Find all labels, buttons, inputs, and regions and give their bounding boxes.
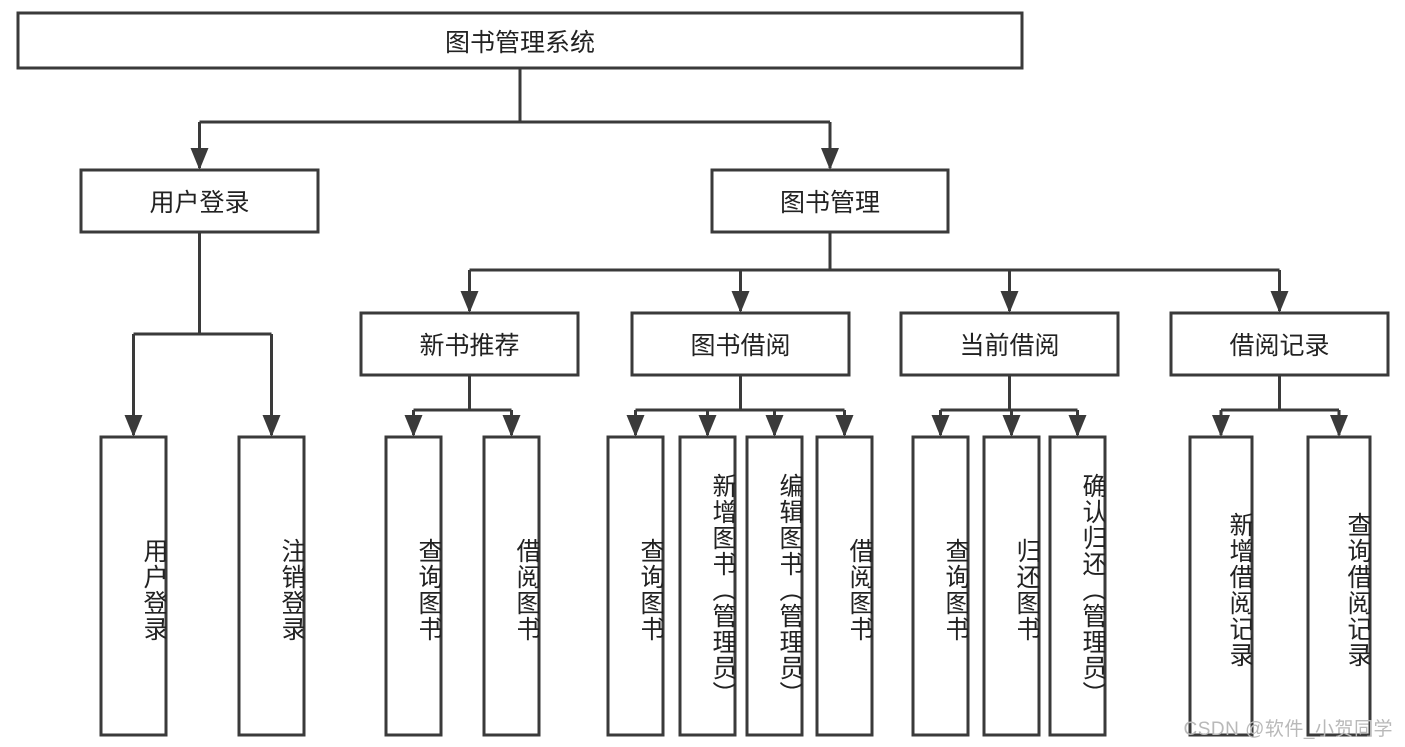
node-label-holder-leaf-record-query: 查询借阅记录 xyxy=(1308,437,1370,735)
arrow-to-leaf-user-logout xyxy=(262,415,281,437)
node-root[interactable]: 图书管理系统 xyxy=(18,13,1022,68)
node-label-leaf-rec-query-book: 查询图书 xyxy=(415,538,441,642)
arrow-to-leaf-borrow-add-book xyxy=(698,415,717,437)
node-label-leaf-rec-borrow-book: 借阅图书 xyxy=(513,538,539,642)
node-label-leaf-current-confirm-return: 确认归还（管理员） xyxy=(1079,473,1105,707)
arrow-to-leaf-current-confirm-return xyxy=(1068,415,1087,437)
node-label-holder-leaf-borrow-edit-book: 编辑图书（管理员） xyxy=(747,437,802,735)
node-new-book-rec[interactable]: 新书推荐 xyxy=(361,313,578,375)
arrow-to-book-manage xyxy=(821,148,839,170)
node-label-leaf-borrow-query-book: 查询图书 xyxy=(637,538,663,642)
node-leaf-borrow-add-book[interactable]: 新增图书（管理员） xyxy=(680,437,735,735)
node-label-current-borrow: 当前借阅 xyxy=(959,332,1060,360)
node-label-leaf-user-logout: 注销登录 xyxy=(278,538,304,642)
node-leaf-borrow-query-book[interactable]: 查询图书 xyxy=(608,437,663,735)
node-box-leaf-current-return-book[interactable] xyxy=(982,435,1041,737)
node-label-user-login: 用户登录 xyxy=(149,189,250,217)
node-box-leaf-record-query[interactable] xyxy=(1306,435,1372,737)
node-leaf-user-login[interactable]: 用户登录 xyxy=(101,437,166,735)
node-label-leaf-record-query: 查询借阅记录 xyxy=(1344,512,1370,668)
node-label-book-manage: 图书管理 xyxy=(779,189,880,217)
node-box-leaf-current-query-book[interactable] xyxy=(911,435,970,737)
node-label-leaf-current-query-book: 查询图书 xyxy=(942,538,968,642)
node-book-manage[interactable]: 图书管理 xyxy=(712,170,948,232)
node-label-leaf-borrow-borrow-book: 借阅图书 xyxy=(846,538,872,642)
node-label-leaf-borrow-edit-book: 编辑图书（管理员） xyxy=(776,473,802,707)
node-box-leaf-borrow-add-book[interactable] xyxy=(678,435,737,737)
node-box-leaf-user-logout[interactable] xyxy=(237,435,306,737)
node-label-leaf-borrow-add-book: 新增图书（管理员） xyxy=(709,473,735,707)
node-label-book-borrow: 图书借阅 xyxy=(690,332,791,360)
node-box-book-manage[interactable] xyxy=(710,168,950,234)
arrow-to-leaf-rec-query-book xyxy=(404,415,423,437)
node-box-leaf-borrow-edit-book[interactable] xyxy=(745,435,804,737)
node-leaf-rec-borrow-book[interactable]: 借阅图书 xyxy=(484,437,539,735)
node-leaf-current-confirm-return[interactable]: 确认归还（管理员） xyxy=(1050,437,1105,735)
node-leaf-rec-query-book[interactable]: 查询图书 xyxy=(386,437,441,735)
arrow-to-new-book-rec xyxy=(460,291,479,313)
arrow-to-leaf-borrow-query-book xyxy=(626,415,645,437)
node-leaf-borrow-borrow-book[interactable]: 借阅图书 xyxy=(817,437,872,735)
node-label-leaf-record-add: 新增借阅记录 xyxy=(1226,512,1252,668)
node-book-borrow[interactable]: 图书借阅 xyxy=(632,313,849,375)
node-leaf-record-add[interactable]: 新增借阅记录 xyxy=(1190,437,1252,735)
connector-edges xyxy=(124,68,1348,437)
node-box-book-borrow[interactable] xyxy=(630,311,851,377)
arrow-to-leaf-borrow-borrow-book xyxy=(835,415,854,437)
node-leaf-borrow-edit-book[interactable]: 编辑图书（管理员） xyxy=(747,437,802,735)
node-box-borrow-record[interactable] xyxy=(1169,311,1390,377)
arrow-to-leaf-borrow-edit-book xyxy=(765,415,784,437)
node-box-current-borrow[interactable] xyxy=(899,311,1120,377)
node-user-login[interactable]: 用户登录 xyxy=(81,170,318,232)
node-leaf-record-query[interactable]: 查询借阅记录 xyxy=(1308,437,1370,735)
node-box-leaf-borrow-query-book[interactable] xyxy=(606,435,665,737)
node-box-new-book-rec[interactable] xyxy=(359,311,580,377)
node-leaf-current-query-book[interactable]: 查询图书 xyxy=(913,437,968,735)
node-label-root: 图书管理系统 xyxy=(444,28,595,57)
node-label-holder-leaf-borrow-add-book: 新增图书（管理员） xyxy=(680,437,735,735)
node-box-leaf-borrow-borrow-book[interactable] xyxy=(815,435,874,737)
node-borrow-record[interactable]: 借阅记录 xyxy=(1171,313,1388,375)
node-label-holder-leaf-user-logout: 注销登录 xyxy=(239,437,304,735)
arrow-to-leaf-user-login xyxy=(124,415,143,437)
node-box-root[interactable] xyxy=(16,11,1024,70)
node-label-holder-leaf-borrow-borrow-book: 借阅图书 xyxy=(817,437,872,735)
node-boxes xyxy=(16,11,1390,737)
node-leaf-current-return-book[interactable]: 归还图书 xyxy=(984,437,1039,735)
arrow-to-current-borrow xyxy=(1000,291,1019,313)
node-label-holder-leaf-current-query-book: 查询图书 xyxy=(913,437,968,735)
node-label-leaf-user-login: 用户登录 xyxy=(140,538,166,642)
node-box-leaf-rec-query-book[interactable] xyxy=(384,435,443,737)
node-box-leaf-current-confirm-return[interactable] xyxy=(1048,435,1107,737)
node-label-borrow-record: 借阅记录 xyxy=(1229,332,1330,360)
arrow-to-leaf-current-query-book xyxy=(931,415,950,437)
arrow-to-borrow-record xyxy=(1270,291,1289,313)
arrow-to-leaf-current-return-book xyxy=(1002,415,1021,437)
node-box-leaf-user-login[interactable] xyxy=(99,435,168,737)
arrow-to-user-login xyxy=(190,148,209,170)
node-label-new-book-rec: 新书推荐 xyxy=(419,332,520,360)
node-label-holder-leaf-borrow-query-book: 查询图书 xyxy=(608,437,663,735)
node-leaf-user-logout[interactable]: 注销登录 xyxy=(239,437,304,735)
node-box-leaf-rec-borrow-book[interactable] xyxy=(482,435,541,737)
node-label-holder-leaf-rec-query-book: 查询图书 xyxy=(386,437,441,735)
node-label-holder-leaf-current-return-book: 归还图书 xyxy=(984,437,1039,735)
node-label-holder-leaf-rec-borrow-book: 借阅图书 xyxy=(484,437,539,735)
node-box-leaf-record-add[interactable] xyxy=(1188,435,1254,737)
arrow-to-leaf-rec-borrow-book xyxy=(502,415,521,437)
node-box-user-login[interactable] xyxy=(79,168,320,234)
node-label-holder-leaf-record-add: 新增借阅记录 xyxy=(1190,437,1252,735)
node-label-holder-leaf-user-login: 用户登录 xyxy=(101,437,166,735)
arrow-to-leaf-record-query xyxy=(1330,415,1348,437)
node-label-holder-leaf-current-confirm-return: 确认归还（管理员） xyxy=(1050,437,1105,735)
arrow-to-book-borrow xyxy=(731,291,750,313)
arrow-to-leaf-record-add xyxy=(1212,415,1230,437)
node-current-borrow[interactable]: 当前借阅 xyxy=(901,313,1118,375)
node-label-leaf-current-return-book: 归还图书 xyxy=(1013,538,1039,642)
